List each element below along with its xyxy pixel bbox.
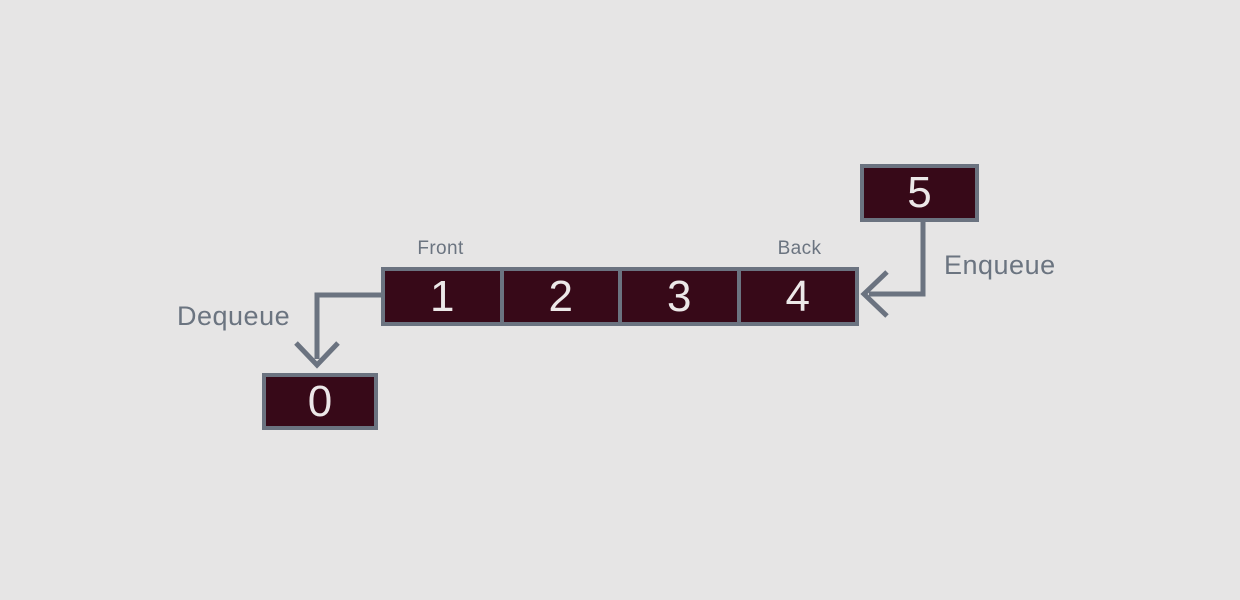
dequeue-label: Dequeue bbox=[177, 301, 291, 331]
front-label: Front bbox=[417, 238, 464, 259]
queue-cell: 3 bbox=[618, 271, 737, 322]
queue-cell: 4 bbox=[736, 271, 855, 322]
dequeue-arrow bbox=[294, 292, 381, 369]
back-label: Back bbox=[777, 238, 822, 259]
dequeue-value-box: 0 bbox=[262, 373, 378, 430]
enqueue-label: Enqueue bbox=[944, 250, 1056, 280]
queue-cell: 2 bbox=[499, 271, 618, 322]
enqueue-value-box: 5 bbox=[860, 164, 979, 222]
queue-container: 1 2 3 4 bbox=[381, 267, 859, 326]
enqueue-arrow bbox=[860, 222, 926, 318]
queue-cell: 1 bbox=[385, 271, 500, 322]
